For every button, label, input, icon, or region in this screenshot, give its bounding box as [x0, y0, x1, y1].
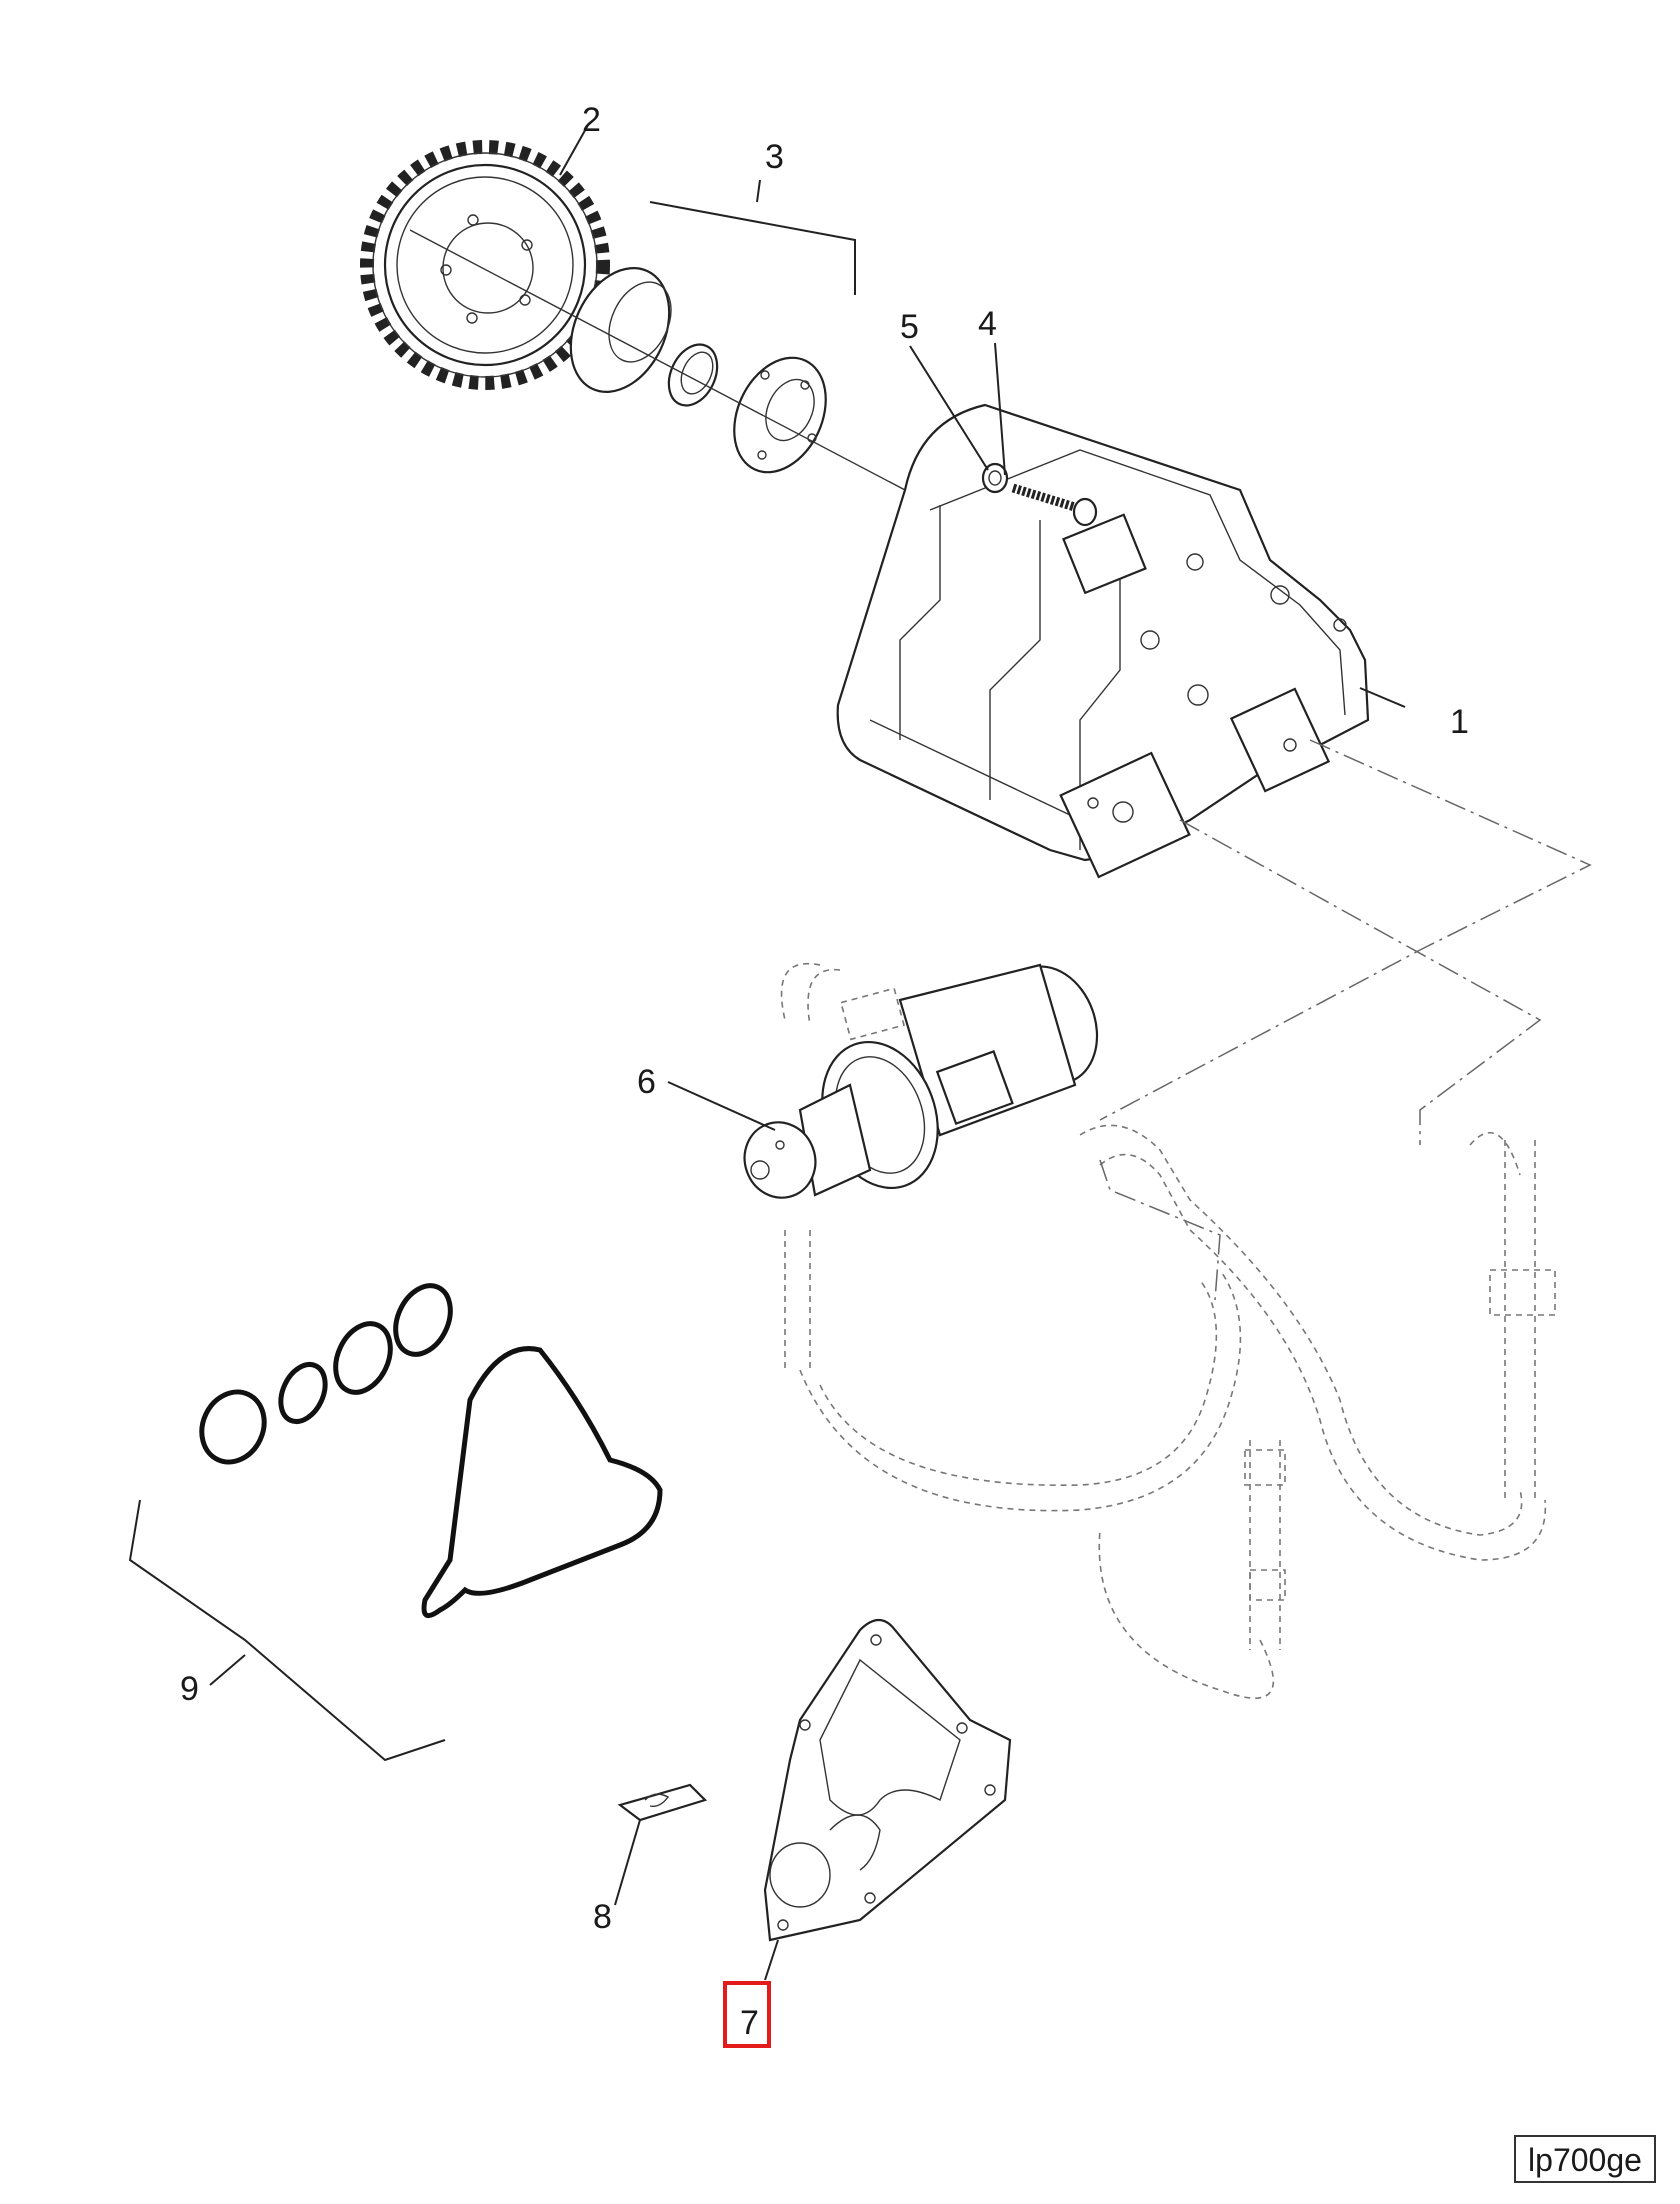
seal-kit-part-9[interactable] [191, 1277, 663, 1619]
phantom-hose-lines [780, 963, 1556, 1699]
drawing-id-stamp: lp700ge [1514, 2135, 1656, 2183]
leader-lines [128, 124, 1406, 1981]
callout-labels: 1 2 3 4 5 6 7 8 9 [180, 101, 1469, 2048]
small-gasket-part-8[interactable] [617, 1783, 708, 1822]
callout-8[interactable]: 8 [593, 1898, 612, 1936]
callout-4[interactable]: 4 [978, 305, 997, 343]
gear-part-2[interactable] [360, 140, 610, 390]
callout-9[interactable]: 9 [180, 1670, 199, 1708]
connection-path-lines [1099, 739, 1592, 1301]
selected-callout-highlight [723, 1981, 771, 2048]
callout-1[interactable]: 1 [1450, 703, 1469, 741]
pump-motor-part-6[interactable] [734, 953, 1113, 1207]
drawing-id-text: lp700ge [1528, 2142, 1642, 2178]
bolt-part-4[interactable] [1011, 483, 1098, 527]
gasket-plate-part-7[interactable] [763, 1618, 1012, 1942]
callout-7[interactable]: 7 [740, 2004, 759, 2042]
callout-3[interactable]: 3 [765, 138, 784, 176]
hub-assembly-part-3[interactable] [552, 252, 844, 487]
callout-2[interactable]: 2 [582, 101, 601, 139]
housing-part-1[interactable] [836, 403, 1370, 879]
callout-5[interactable]: 5 [900, 308, 919, 346]
callout-6[interactable]: 6 [637, 1063, 656, 1101]
washer-part-5[interactable] [981, 462, 1009, 494]
